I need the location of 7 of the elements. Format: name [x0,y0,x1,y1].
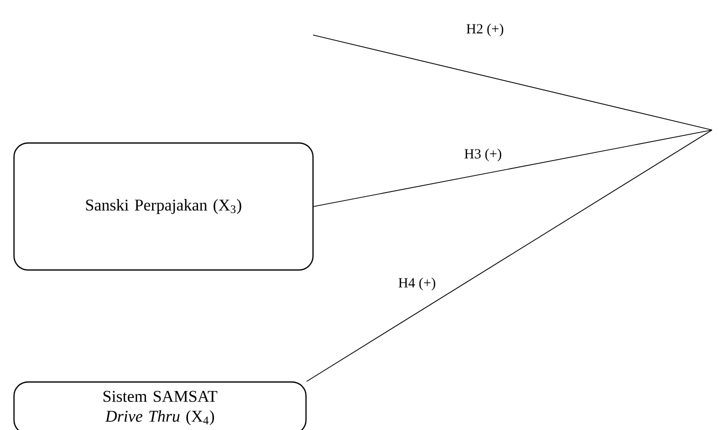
path-line [313,130,712,207]
factor-box: Sanski Perpajakan (X$_{3}$) [13,142,314,271]
factor-box: Sistem SAMSAT Drive Thru (X$_{4}$) [13,381,307,430]
path-line [306,130,712,382]
edge-label: H3 (+) [463,148,503,162]
edge-label: H4 (+) [397,276,437,292]
path-label: H2 (+) [465,22,505,38]
